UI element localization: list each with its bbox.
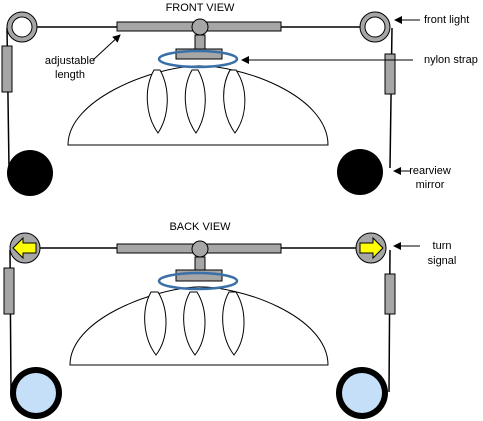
side-arm-right: [389, 27, 393, 169]
front-view: FRONT VIEW a: [1, 2, 478, 196]
back-view: BACK VIEW: [3, 221, 457, 419]
pivot-stem: [194, 256, 206, 272]
center-pivot: [191, 240, 209, 258]
label-front-light: front light: [424, 14, 469, 26]
front-light-icon: [359, 11, 391, 43]
rod-sleeve-right: [204, 21, 282, 32]
label-turn: turn: [433, 240, 452, 252]
mirror-dark-icon: [7, 150, 53, 196]
label-signal: signal: [428, 255, 457, 267]
mirror-reflective-icon: [10, 367, 62, 419]
turn-signal-arrow-icon: [9, 232, 41, 264]
helmet-vent: [183, 291, 206, 356]
mirror-reflective-icon: [336, 367, 388, 419]
rod-sleeve-left: [116, 21, 196, 32]
label-length: length: [55, 69, 85, 81]
helmet-vent: [146, 69, 168, 134]
arm-sleeve-left: [3, 267, 15, 315]
helmet-vent: [222, 291, 245, 356]
label-rearview: rearview: [409, 165, 451, 177]
mirror-dark-icon: [337, 149, 383, 195]
turn-signal-arrow-icon: [355, 232, 387, 264]
label-adjustable: adjustable: [45, 55, 95, 67]
mount-base: [175, 48, 223, 60]
arm-sleeve-right: [384, 273, 396, 315]
front-light-icon: [6, 11, 38, 43]
arm-sleeve-left: [1, 45, 13, 93]
helmet-vent: [144, 291, 167, 356]
nylon-strap: [157, 271, 239, 291]
helmet-vent: [223, 69, 246, 134]
rod-sleeve-left: [116, 243, 196, 254]
label-mirror: mirror: [416, 179, 445, 191]
rod-sleeve-right: [204, 243, 282, 254]
mount-base: [175, 269, 223, 282]
helmet-vent: [184, 69, 206, 134]
back-view-title: BACK VIEW: [169, 221, 231, 233]
front-view-title: FRONT VIEW: [166, 2, 235, 14]
pivot-stem: [194, 34, 206, 51]
side-arm-right: [388, 249, 391, 393]
center-pivot: [191, 18, 209, 36]
label-nylon-strap: nylon strap: [424, 54, 478, 66]
arm-sleeve-right: [384, 53, 396, 95]
nylon-strap: [157, 49, 239, 69]
arrow-adjustable: [92, 34, 121, 61]
